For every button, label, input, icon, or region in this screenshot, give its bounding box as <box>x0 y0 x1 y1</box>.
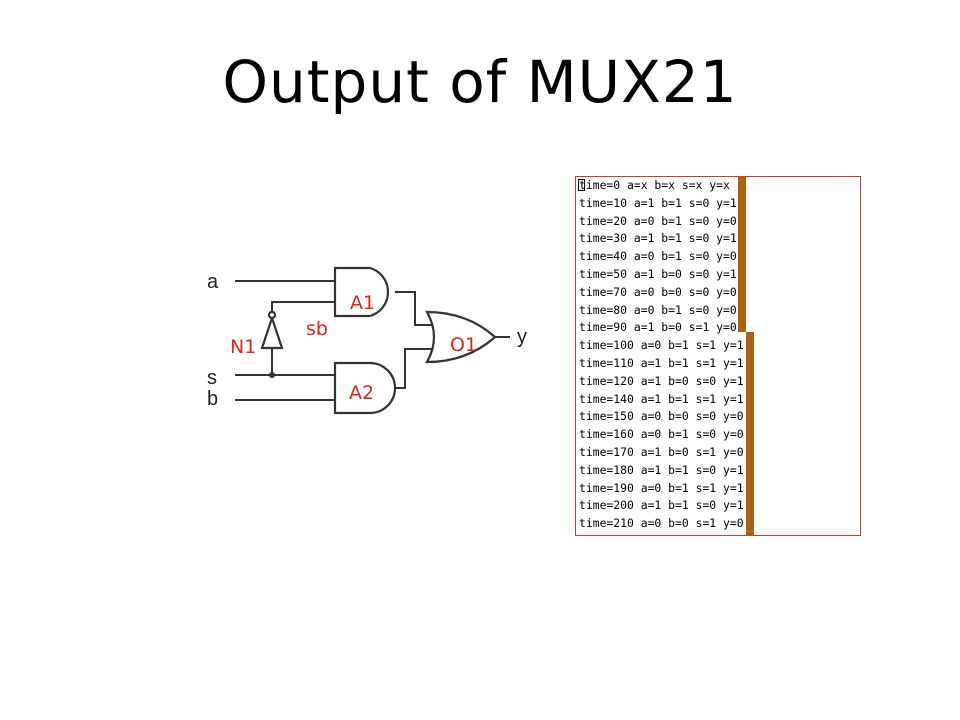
text-cursor <box>578 179 585 191</box>
log-line: time=70 a=0 b=0 s=0 y=0 <box>579 284 737 299</box>
y-column-highlight <box>738 177 746 332</box>
label-a1: A1 <box>350 292 375 314</box>
log-line: time=140 a=1 b=1 s=1 y=1 <box>579 391 744 406</box>
label-sb: sb <box>306 318 328 340</box>
log-line: time=20 a=0 b=1 s=0 y=0 <box>579 213 737 228</box>
mux21-circuit-diagram: a s b y A1 A2 O1 N1 sb <box>207 266 527 415</box>
slide-title: Output of MUX21 <box>222 48 738 116</box>
log-line: time=200 a=1 b=1 s=0 y=1 <box>579 498 744 513</box>
wire-a2-to-or <box>395 348 433 389</box>
log-line: time=150 a=0 b=0 s=0 y=0 <box>579 409 744 424</box>
junction-dot <box>269 372 275 378</box>
log-line: time=10 a=1 b=1 s=0 y=1 <box>579 195 737 210</box>
log-line: time=30 a=1 b=1 s=0 y=1 <box>579 231 737 246</box>
log-line: time=90 a=1 b=0 s=1 y=0 <box>579 320 737 335</box>
input-s-label: s <box>207 367 217 389</box>
log-line: time=0 a=x b=x s=x y=x <box>579 178 730 192</box>
log-line: time=170 a=1 b=0 s=1 y=0 <box>579 444 744 459</box>
and-gate-a2 <box>333 361 397 415</box>
log-line: time=180 a=1 b=1 s=0 y=1 <box>579 462 744 477</box>
log-line: time=160 a=0 b=1 s=0 y=0 <box>579 427 744 442</box>
log-line: time=80 a=0 b=1 s=0 y=0 <box>579 302 737 317</box>
wire-sb <box>271 301 335 314</box>
log-line: time=110 a=1 b=1 s=1 y=1 <box>579 355 744 370</box>
output-y-label: y <box>517 326 527 348</box>
log-line: time=120 a=1 b=0 s=0 y=1 <box>579 373 744 388</box>
simulation-output-panel: time=0 a=x b=x s=x y=x time=10 a=1 b=1 s=… <box>575 176 861 536</box>
inverter-gate <box>260 314 284 350</box>
log-line: time=100 a=0 b=1 s=1 y=1 <box>579 338 744 353</box>
label-o1: O1 <box>450 334 477 356</box>
log-line: time=210 a=0 b=0 s=1 y=0 <box>579 516 744 531</box>
log-line: time=230 a=1 b=0 s=0 y=1 <box>579 533 744 535</box>
label-n1: N1 <box>230 336 256 358</box>
inverter-bubble <box>267 310 277 320</box>
log-line: time=190 a=0 b=1 s=1 y=1 <box>579 480 744 495</box>
or-gate-o1 <box>425 310 497 364</box>
input-a-label: a <box>207 271 219 293</box>
and-gate-a1 <box>333 266 390 318</box>
simulation-log: time=0 a=x b=x s=x y=x time=10 a=1 b=1 s=… <box>579 177 744 535</box>
wire-a1-to-or <box>395 291 432 326</box>
log-line: time=40 a=0 b=1 s=0 y=0 <box>579 249 737 264</box>
input-b-label: b <box>207 388 218 410</box>
label-a2: A2 <box>349 382 374 404</box>
log-line: time=50 a=1 b=0 s=0 y=1 <box>579 266 737 281</box>
y-column-highlight <box>746 332 754 535</box>
